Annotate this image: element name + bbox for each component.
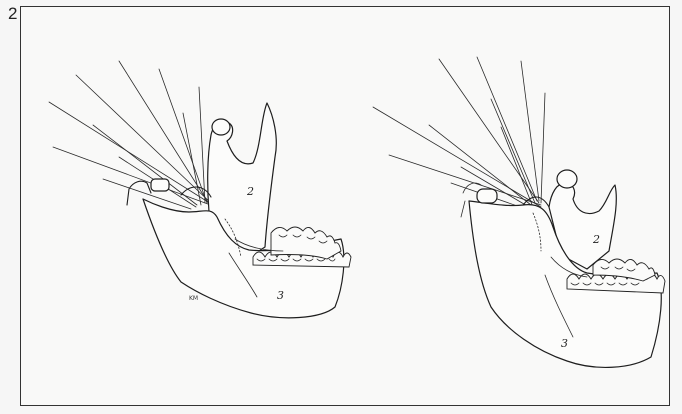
figure-frame: 2 3 KM — [20, 6, 670, 406]
right-articular-disc — [477, 189, 497, 203]
left-temporalis-fibres — [49, 61, 216, 209]
left-mandible-drawing: 2 3 KM — [49, 61, 351, 318]
left-region-label-3: 3 — [277, 289, 284, 302]
right-mandible-drawing: 2 3 — [373, 57, 665, 367]
right-region-label-2: 2 — [592, 233, 600, 246]
illustration-canvas: 2 3 KM — [21, 7, 671, 407]
left-condyle — [212, 119, 230, 135]
artist-initials: KM — [189, 295, 198, 302]
right-region-label-3: 3 — [561, 337, 568, 350]
figure-number: 2 — [8, 4, 17, 24]
left-articular-disc — [151, 179, 169, 191]
left-far-teeth — [271, 227, 341, 259]
left-region-label-2: 2 — [246, 185, 254, 198]
right-temporalis-fibres — [373, 57, 545, 209]
right-condyle — [557, 170, 577, 188]
